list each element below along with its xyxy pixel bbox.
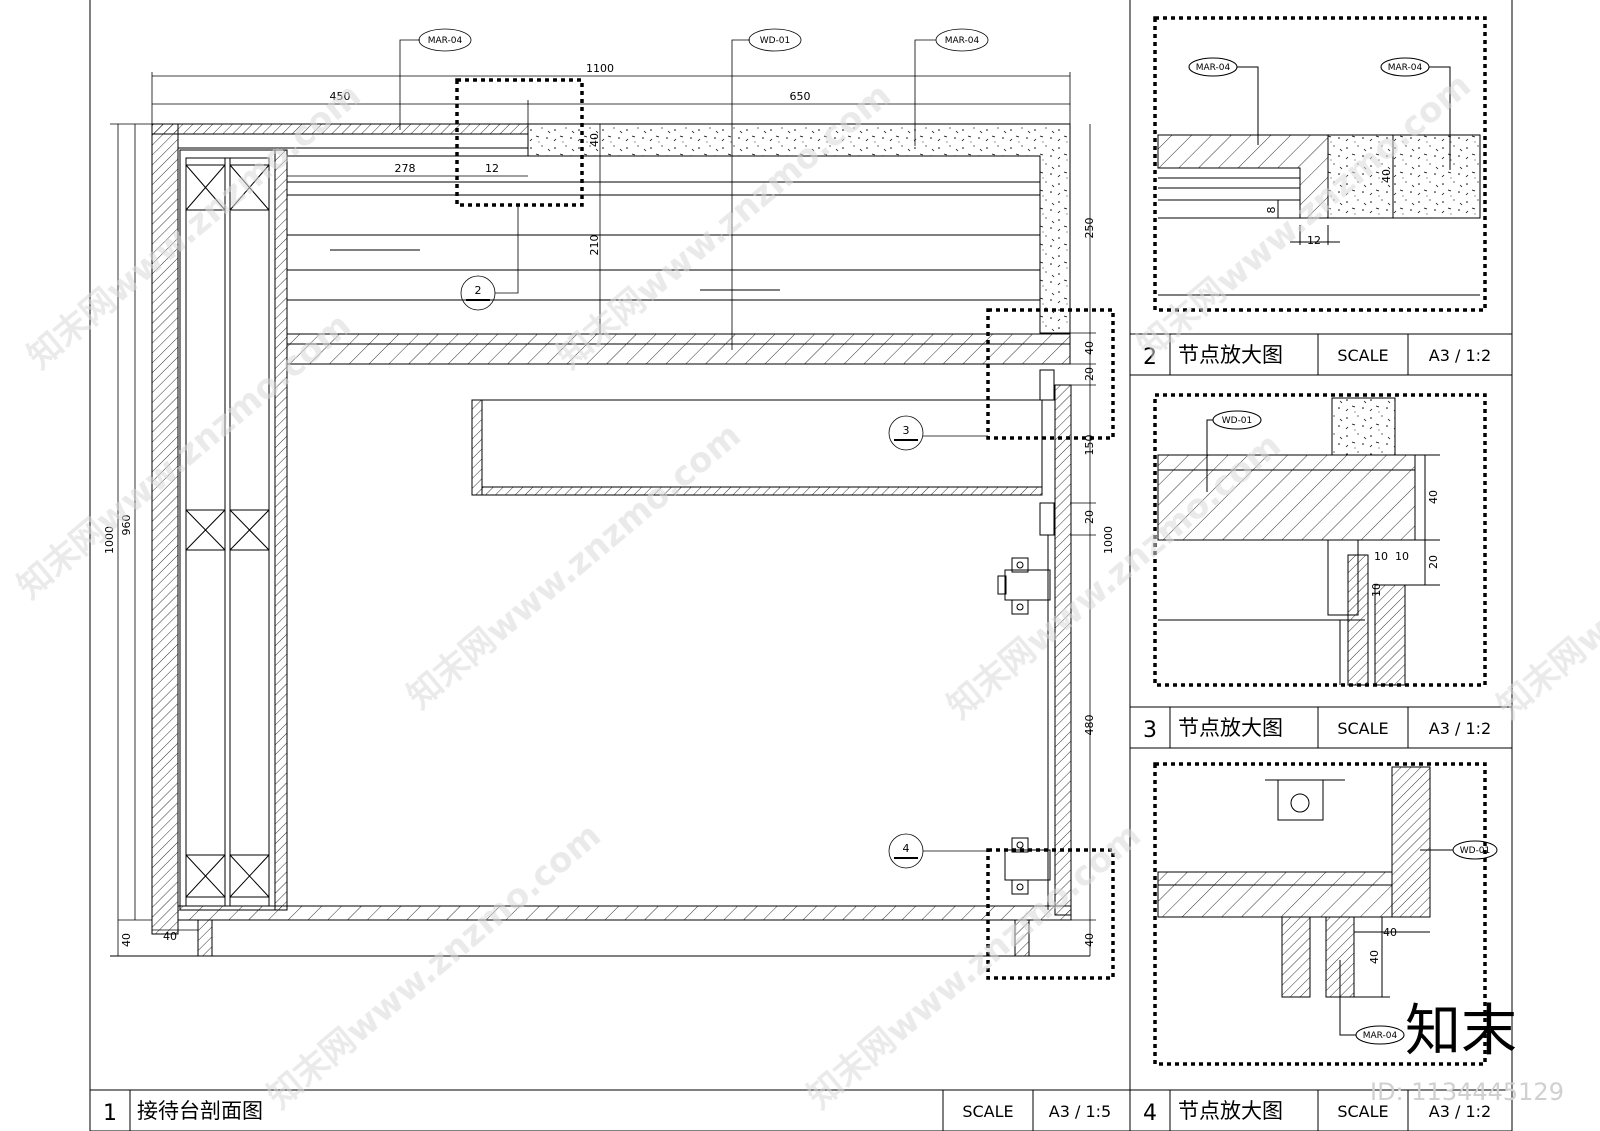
d2-dim-12: 12 xyxy=(1307,234,1321,247)
watermark-text: 知末网www.znzmo.com xyxy=(800,815,1149,1117)
tb3-scale: A3 / 1:2 xyxy=(1429,719,1491,738)
title-block-frames xyxy=(89,333,1513,1131)
dim-150: 150 xyxy=(1083,435,1096,456)
d2-tag-mar-04-b: MAR-04 xyxy=(1388,63,1423,73)
tb4-scale-label: SCALE xyxy=(1337,1102,1388,1121)
tb1-scale-label: SCALE xyxy=(962,1102,1013,1121)
tb3-number: 3 xyxy=(1143,718,1157,743)
dim-height-outer: 1000 xyxy=(103,526,116,554)
watermark-id: ID: 1134445129 xyxy=(1370,1078,1564,1106)
callout-bubbles xyxy=(460,205,988,869)
hinge-lower xyxy=(1004,837,1051,895)
dim-250: 250 xyxy=(1083,218,1096,239)
dim-12: 12 xyxy=(485,162,499,175)
dim-top-thk: 40 xyxy=(588,133,601,147)
dim-base: 40 xyxy=(120,933,133,947)
title-block-4: 4 节点放大图 SCALE A3 / 1:2 xyxy=(1143,1099,1491,1126)
left-inner-panel xyxy=(274,149,288,911)
d3-dim-10b: 10 xyxy=(1395,550,1409,563)
tb1-scale: A3 / 1:5 xyxy=(1049,1102,1111,1121)
main-dimension-text: 1100 450 650 1000 960 40 40 40 278 12 21… xyxy=(103,62,1115,947)
dim-20b: 20 xyxy=(1083,510,1096,524)
tb2-number: 2 xyxy=(1143,345,1157,370)
tb1-number: 1 xyxy=(103,1101,117,1126)
dim-480: 480 xyxy=(1083,715,1096,736)
tb2-title: 节点放大图 xyxy=(1178,343,1283,367)
d3-dim-10c: 10 xyxy=(1370,583,1383,597)
callout-box-2 xyxy=(455,78,584,207)
bottom-panel xyxy=(177,905,1072,921)
tb3-scale-label: SCALE xyxy=(1337,719,1388,738)
drawer-box xyxy=(471,399,1043,496)
tb1-title: 接待台剖面图 xyxy=(137,1099,263,1123)
d4-tag-mar-04: MAR-04 xyxy=(1363,1031,1398,1041)
tb4-scale: A3 / 1:2 xyxy=(1429,1102,1491,1121)
d2-tag-mar-04-a: MAR-04 xyxy=(1196,63,1231,73)
left-side-panel xyxy=(151,123,179,935)
tb2-scale: A3 / 1:2 xyxy=(1429,346,1491,365)
watermark-text: 知末网www.znzmo.com xyxy=(400,415,749,717)
dim-height-right: 1000 xyxy=(1102,526,1115,554)
d4-tag-wd-01: WD-01 xyxy=(1460,846,1491,856)
dim-plinth: 40 xyxy=(163,930,177,943)
callout-4: 4 xyxy=(903,842,910,855)
title-block-1: 1 接待台剖面图 SCALE A3 / 1:5 xyxy=(103,1099,1111,1126)
wood-blocks xyxy=(185,164,270,898)
d3-dim-10a: 10 xyxy=(1374,550,1388,563)
watermark-text: 知末网www.znzmo.com xyxy=(1490,425,1600,727)
title-block-3: 3 节点放大图 SCALE A3 / 1:2 xyxy=(1143,716,1491,743)
d3-dim-20: 20 xyxy=(1427,555,1440,569)
tb3-title: 节点放大图 xyxy=(1178,716,1283,740)
detail-2-drawing xyxy=(1153,16,1487,312)
d2-dim-8: 8 xyxy=(1265,207,1278,214)
d4-dim-h: 40 xyxy=(1368,950,1381,964)
tag-mar-04-b: MAR-04 xyxy=(945,36,980,46)
title-block-2: 2 节点放大图 SCALE A3 / 1:2 xyxy=(1143,343,1491,370)
d2-dim-thk: 40 xyxy=(1380,169,1393,183)
dim-height-inner: 960 xyxy=(120,515,133,536)
detail-4-drawing xyxy=(1153,762,1498,1066)
tb4-number: 4 xyxy=(1143,1101,1157,1126)
tb2-scale-label: SCALE xyxy=(1337,346,1388,365)
watermark-text: 知末网www.znzmo.com xyxy=(550,75,899,377)
dim-278: 278 xyxy=(395,162,416,175)
tag-mar-04-a: MAR-04 xyxy=(428,36,463,46)
main-dimension-lines xyxy=(110,72,1096,956)
callout-box-3 xyxy=(986,308,1115,440)
tag-wd-01: WD-01 xyxy=(760,36,791,46)
hinge-upper xyxy=(997,557,1051,615)
dim-right-width: 650 xyxy=(790,90,811,103)
tb4-title: 节点放大图 xyxy=(1178,1099,1283,1123)
wood-shelf xyxy=(286,333,1071,365)
dim-left-width: 450 xyxy=(330,90,351,103)
plinth-left xyxy=(197,919,213,957)
d4-dim-w: 40 xyxy=(1383,926,1397,939)
dim-20a: 20 xyxy=(1083,367,1096,381)
dim-40: 40 xyxy=(1083,341,1096,355)
watermark-logo: 知末 xyxy=(1405,999,1517,1064)
main-material-tags xyxy=(399,28,989,350)
watermark-text: 知末网www.znzmo.com xyxy=(260,815,609,1117)
d3-tag-wd-01: WD-01 xyxy=(1222,416,1253,426)
callout-3: 3 xyxy=(903,424,910,437)
d3-dim-thk: 40 xyxy=(1427,490,1440,504)
callout-2: 2 xyxy=(475,284,482,297)
detail-callout-boxes xyxy=(455,78,1115,980)
dim-210: 210 xyxy=(588,235,601,256)
main-section-drawing xyxy=(110,123,1090,957)
dim-overall-width: 1100 xyxy=(586,62,614,75)
dim-plinth-right: 40 xyxy=(1083,933,1096,947)
callout-box-4 xyxy=(986,848,1115,980)
watermark-text: 知末网www.znzmo.com xyxy=(940,425,1289,727)
detail-3-drawing xyxy=(1153,393,1487,687)
